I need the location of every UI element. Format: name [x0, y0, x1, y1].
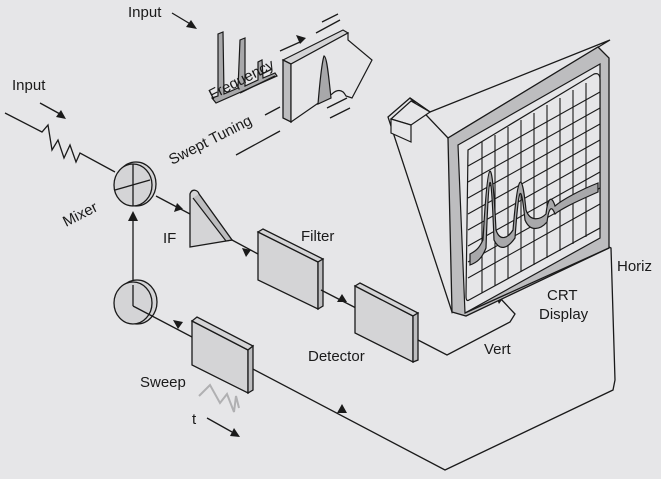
mixer-icon [113, 161, 157, 207]
crt-display [387, 39, 611, 317]
sweep-label: Sweep [140, 374, 186, 391]
if-label: IF [163, 230, 176, 247]
vert-signal-line [417, 297, 516, 356]
crt-label-line1: CRT [547, 287, 578, 304]
vert-label: Vert [484, 341, 512, 358]
swept-tuning-label: Swept Tuning [166, 112, 255, 168]
sawtooth-icon [198, 383, 240, 413]
horiz-label: Horiz [617, 258, 652, 275]
t-label: t [192, 411, 197, 428]
input-left-label: Input [12, 77, 46, 94]
input-top-label: Input [128, 4, 162, 21]
filter-block [256, 228, 325, 311]
input-top-arrowhead [186, 20, 197, 29]
sweep-generator-icon [113, 279, 158, 325]
detector-block [353, 282, 420, 364]
mixer-label: Mixer [60, 199, 100, 231]
swept-tuning-graphic [235, 13, 373, 156]
filter-label: Filter [301, 228, 334, 245]
input-top-arrow [171, 12, 193, 26]
detector-label: Detector [308, 348, 365, 365]
input-spectrum-graphic [210, 31, 278, 104]
spectrum-trace [469, 170, 599, 266]
if-amplifier-icon [189, 189, 234, 248]
input-signal-line [4, 112, 116, 173]
sweep-block [190, 316, 255, 395]
crt-label-line2: Display [539, 306, 589, 323]
frequency-arrowhead [296, 35, 306, 44]
input-left-arrow [39, 102, 61, 115]
